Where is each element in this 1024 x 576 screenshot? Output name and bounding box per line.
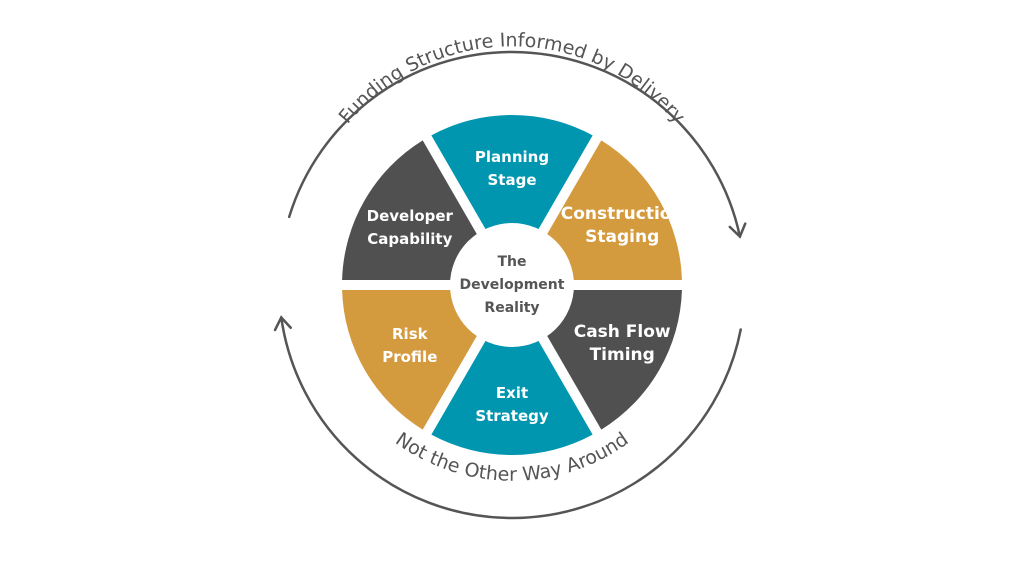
top-arc-label: Funding Structure Informed by Delivery: [335, 29, 690, 127]
segment-construction-staging: [540, 140, 682, 280]
arrow-up-left-icon: [273, 315, 292, 332]
segment-planning-stage-label-line-1: Planning: [475, 148, 549, 166]
segment-cash-flow-timing-label-line-2: Timing: [590, 345, 655, 365]
center-label-line-1: The: [497, 254, 526, 270]
segment-developer-capability: [342, 140, 484, 280]
segment-planning-stage: [431, 115, 593, 242]
segment-construction-staging-label-line-1: Construction: [561, 204, 684, 224]
segment-cash-flow-timing-label-line-1: Cash Flow: [574, 322, 671, 342]
arrow-down-right-icon: [728, 222, 747, 239]
segment-exit-strategy-label-line-2: Strategy: [475, 407, 549, 425]
segment-developer-capability-label-line-1: Developer: [367, 207, 454, 225]
segment-cash-flow-timing: [540, 290, 682, 430]
segment-risk-profile-label-line-2: Profile: [382, 348, 437, 366]
segment-exit-strategy: [431, 328, 593, 455]
segment-planning-stage-label-line-2: Stage: [487, 171, 536, 189]
top-cycle-arrow-arc: [287, 50, 742, 238]
segment-risk-profile-label-line-1: Risk: [392, 325, 429, 343]
center-label-line-2: Development: [460, 277, 565, 293]
cycle-ring: [273, 50, 747, 520]
segment-exit-strategy-label-line-1: Exit: [496, 384, 528, 402]
bottom-cycle-arrow-arc: [280, 316, 742, 520]
center-hub: [450, 223, 574, 347]
segment-developer-capability-label-line-2: Capability: [367, 230, 452, 248]
segment-construction-staging-label-line-2: Staging: [585, 227, 659, 247]
center-label-line-3: Reality: [484, 300, 539, 316]
segment-risk-profile: [342, 290, 484, 430]
